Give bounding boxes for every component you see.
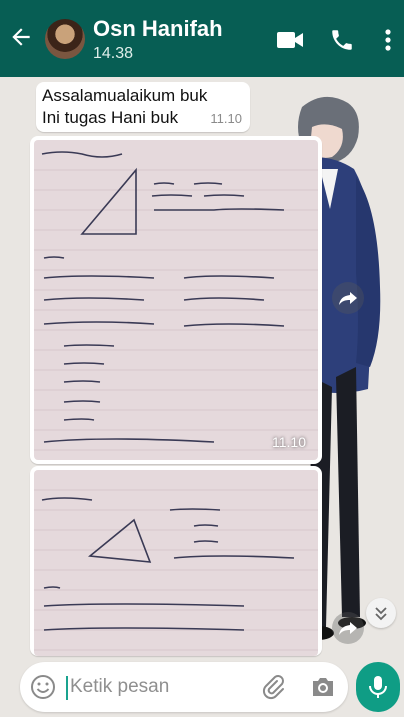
microphone-icon: [369, 676, 387, 698]
back-arrow-icon[interactable]: [8, 24, 34, 50]
image-message[interactable]: [30, 466, 322, 656]
message-compose-bar: [20, 662, 348, 712]
camera-icon[interactable]: [310, 675, 336, 699]
more-options-icon[interactable]: [378, 27, 398, 53]
voice-record-button[interactable]: [356, 662, 400, 712]
message-time: 11.10: [210, 111, 242, 126]
homework-photo[interactable]: 11.10: [34, 140, 318, 460]
emoji-icon[interactable]: [30, 674, 56, 700]
message-text-line: Ini tugas Hani buk: [42, 108, 179, 127]
forward-button[interactable]: [332, 612, 364, 644]
chat-header: Osn Hanifah 14.38: [0, 0, 404, 77]
scroll-to-bottom-button[interactable]: [366, 598, 396, 628]
avatar[interactable]: [45, 19, 85, 59]
message-input[interactable]: [70, 672, 250, 702]
handwritten-notes-image: [34, 151, 318, 451]
message-time: 11.10: [272, 434, 306, 450]
handwritten-notes-image: [34, 489, 318, 651]
video-call-icon[interactable]: [276, 29, 304, 51]
attach-paperclip-icon[interactable]: [260, 674, 286, 700]
message-bubble[interactable]: Assalamualaikum buk Ini tugas Hani buk 1…: [36, 82, 250, 132]
phone-icon[interactable]: [329, 27, 355, 53]
contact-name[interactable]: Osn Hanifah: [93, 16, 223, 41]
forward-icon: [339, 622, 357, 635]
homework-photo[interactable]: [34, 470, 318, 656]
last-seen-time: 14.38: [93, 45, 134, 62]
double-chevron-down-icon: [375, 607, 387, 621]
text-caret: [66, 676, 68, 700]
forward-button[interactable]: [332, 282, 364, 314]
image-message[interactable]: 11.10: [30, 136, 322, 464]
forward-icon: [339, 292, 357, 305]
message-text-line: Assalamualaikum buk: [42, 86, 208, 105]
